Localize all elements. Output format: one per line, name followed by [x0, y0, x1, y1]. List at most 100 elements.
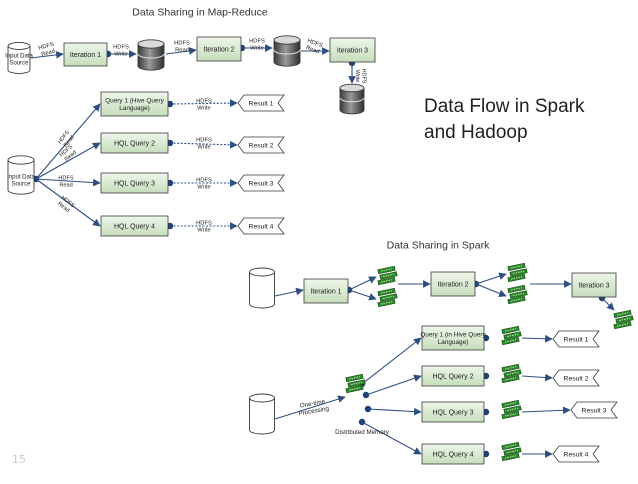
mr-arrow-query-1 [35, 103, 101, 180]
spark-arrow-mem-1b [348, 289, 377, 301]
mr-hdfs-cylinder-2 [273, 35, 301, 67]
mr-input-cylinder-1 [7, 42, 31, 74]
mr-query-4 [100, 215, 169, 237]
mr-iteration-2 [196, 36, 242, 62]
mr-iteration-3 [329, 37, 376, 63]
mr-arrow-read-2 [165, 47, 197, 55]
mr-iteration-3-label: Iteration 3 [337, 47, 368, 54]
mr-result-2 [237, 136, 285, 154]
slide-title: Data Flow in Spark and Hadoop [424, 94, 634, 146]
spark-memory-2b [507, 284, 528, 305]
spark-arrow-result-1 [521, 334, 553, 343]
spark-iteration-2-label: Iteration 2 [437, 281, 468, 288]
spark-result-3-label: Result 3 [582, 407, 607, 414]
spark-query-3-label: HQL Query 3 [433, 409, 474, 416]
spark-query-1 [421, 325, 485, 351]
spark-query-memory-1 [501, 325, 522, 346]
mr-query-1 [100, 91, 169, 117]
mr-result-2-label: Result 2 [249, 142, 274, 149]
spark-query-memory-4 [501, 441, 522, 462]
spark-query-4-label: HQL Query 4 [433, 451, 474, 458]
spark-result-4 [552, 445, 600, 463]
mr-hdfs-cylinder-1 [137, 39, 165, 71]
spark-distributed-memory-label: Distributed Memory [335, 429, 390, 436]
spark-memory-1b [377, 287, 398, 308]
spark-query-4 [421, 443, 485, 465]
mr-iteration-1-label: Iteration 1 [70, 52, 101, 59]
mr-query-3-label: HQL Query 3 [114, 180, 155, 187]
spark-arrow-result-3 [521, 406, 571, 415]
spark-result-2 [552, 369, 600, 387]
spark-iteration-3-label: Iteration 3 [578, 282, 609, 289]
mr-query-hdfs-read-2: HDFSRead [59, 144, 79, 164]
spark-iteration-2 [430, 271, 476, 297]
spark-one-time-label: One-timeProcessing [297, 398, 330, 418]
mr-hdfs-read-3: HDFSRead [304, 38, 323, 56]
spark-input-cylinder-1 [249, 267, 275, 309]
mr-query-hdfs-read-4: HDFSRead [55, 195, 75, 215]
spark-arrow-query-1 [361, 337, 422, 385]
mr-result-4-label: Result 4 [249, 223, 274, 230]
spark-result-1 [552, 330, 600, 348]
spark-arrow-result-2 [521, 373, 553, 382]
mr-hdfs-write-3: HDFSWrite [354, 69, 366, 84]
mr-result-1-label: Result 1 [249, 100, 274, 107]
spark-iteration-1-label: Iteration 1 [310, 288, 341, 295]
spark-query-3 [421, 401, 485, 423]
slide-title-line2: and Hadoop [424, 122, 528, 143]
spark-title: Data Sharing in Spark [387, 240, 490, 252]
mr-result-4 [237, 217, 285, 235]
spark-memory-3 [613, 309, 634, 330]
spark-iteration-1 [303, 278, 349, 304]
mr-arrow-result-1 [169, 99, 238, 107]
spark-arrow-query-2 [365, 374, 422, 396]
spark-result-1-label: Result 1 [564, 336, 589, 343]
spark-memory-2a [507, 262, 528, 283]
spark-arrow-mem-2a [475, 272, 507, 285]
spark-arrow-mem-2b [475, 283, 507, 298]
mr-query-3 [100, 172, 169, 194]
mr-result-3-label: Result 3 [249, 180, 274, 187]
mr-iteration-2-label: Iteration 2 [203, 46, 234, 53]
mr-query-2-label: HQL Query 2 [114, 140, 155, 147]
mapreduce-title: Data Sharing in Map-Reduce [132, 7, 268, 19]
spark-result-3 [570, 401, 618, 419]
mr-result-1 [237, 94, 285, 112]
spark-query-2 [421, 365, 485, 387]
spark-distributed-memory [345, 373, 366, 394]
mr-hdfs-cylinder-3 [339, 83, 365, 115]
spark-result-2-label: Result 2 [564, 375, 589, 382]
mr-arrow-query-3 [35, 178, 101, 187]
spark-arrow-onetime [274, 395, 346, 420]
mr-query-2 [100, 132, 169, 154]
slide-title-line1: Data Flow in Spark [424, 96, 585, 117]
mr-query-4-label: HQL Query 4 [114, 223, 155, 230]
spark-arrow-query-3 [367, 407, 422, 416]
spark-arrow-query-4 [361, 421, 422, 455]
spark-iteration-3 [571, 272, 617, 298]
mr-arrow-result-2 [169, 140, 238, 149]
mr-input-cylinder-2 [7, 155, 35, 195]
spark-arrow-in-1 [274, 287, 304, 297]
spark-result-4-label: Result 4 [564, 451, 589, 458]
spark-arrow-mem-1a [348, 276, 377, 291]
spark-arrow-mem-3 [601, 297, 615, 311]
spark-query-memory-3 [501, 399, 522, 420]
mr-arrow-read-1 [30, 51, 64, 59]
spark-query-memory-2 [501, 363, 522, 384]
spark-memory-1a [377, 265, 398, 286]
mr-iteration-1 [63, 42, 108, 67]
